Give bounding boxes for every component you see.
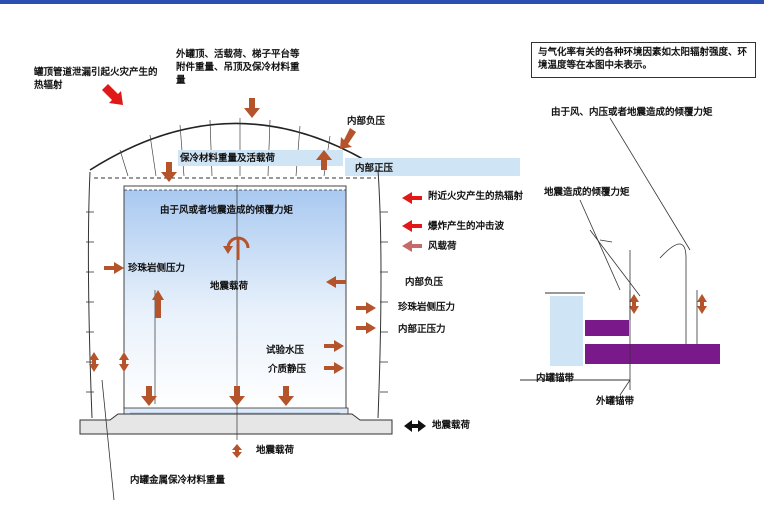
label-roof-loads: 外罐顶、活载荷、梯子平台等附件重量、吊顶及保冷材料重量 <box>176 49 300 86</box>
label-internal-negative-right: 内部负压 <box>405 277 444 288</box>
leader-detail-wind <box>609 117 691 251</box>
label-explosion-shock: 爆炸产生的冲击波 <box>428 221 505 232</box>
outer-wall-right <box>377 169 382 419</box>
arrow-explosion <box>402 220 422 232</box>
arrow-nearby-fire <box>402 192 422 204</box>
label-medium-static-pressure: 介质静压 <box>268 364 307 375</box>
label-wind-quake-moment: 由于风或者地震造成的倾覆力矩 <box>160 205 294 216</box>
label-internal-positive-right: 内部正压力 <box>398 324 446 335</box>
note-box: 与气化率有关的各种环境因素如太阳辐射强度、环境温度等在本图中未表示。 <box>531 42 756 78</box>
arrow-roof-load <box>244 98 260 118</box>
arrow-seismic-center <box>152 290 164 318</box>
arrow-perlite-right <box>356 302 376 314</box>
arrow-pos-pressure-top <box>316 150 332 170</box>
roof-rafters <box>119 118 331 177</box>
hazard-arrows <box>102 84 422 232</box>
wall-ticks <box>86 211 388 393</box>
arrow-bottom-2 <box>229 386 245 406</box>
label-detail-wind-moment: 由于风、内压或者地震造成的倾覆力矩 <box>551 107 713 118</box>
arrow-double-v-bottom <box>232 444 242 458</box>
arrow-perlite-left <box>104 262 124 274</box>
arrow-detail-1 <box>629 294 639 314</box>
label-fire-radiation-roof: 罐顶管道泄漏引起火灾产生的热辐射 <box>34 67 158 91</box>
arrow-neg-pressure-top <box>340 128 356 149</box>
foundation-slab <box>79 413 393 435</box>
label-internal-positive-top: 内部正压 <box>355 163 394 174</box>
arrow-medium-static <box>324 362 344 374</box>
label-outer-anchor: 外罐锚带 <box>596 396 635 407</box>
label-seismic-load-bottom: 地震载荷 <box>256 445 295 456</box>
outer-anchor-strap <box>585 344 720 364</box>
arrow-bottom-3 <box>278 386 294 406</box>
load-arrows <box>89 98 707 458</box>
arrow-pos-right <box>356 322 376 334</box>
leader-outer-anchor <box>619 379 631 396</box>
arrow-bottom-1 <box>141 386 157 406</box>
label-nearby-fire-radiation: 附近火灾产生的热辐射 <box>428 191 524 202</box>
rotation-arrow-icon <box>223 236 250 260</box>
leader-detail-seismic <box>579 199 621 291</box>
label-internal-negative-top: 内部负压 <box>347 116 386 127</box>
label-inner-anchor: 内罐锚带 <box>536 373 575 384</box>
arrow-detail-2 <box>697 294 707 314</box>
roof-band-right <box>345 158 520 176</box>
leader-inner-insulation <box>101 379 115 501</box>
roof-band-left <box>178 150 343 166</box>
arrow-fire-roof <box>102 84 123 105</box>
outer-wall-left <box>87 171 93 419</box>
label-perlite-pressure-right: 珍珠岩侧压力 <box>398 302 456 313</box>
top-accent-bar <box>0 0 764 4</box>
arrow-double-v-left2 <box>119 352 129 372</box>
label-detail-seismic-moment: 地震造成的倾覆力矩 <box>544 187 630 198</box>
detail-insulation-block <box>550 296 583 366</box>
arrow-wind-load <box>402 240 422 252</box>
arrow-neg-right <box>326 276 346 288</box>
arrow-seismic-right <box>404 420 426 432</box>
arrow-hydrotest <box>324 340 344 352</box>
label-inner-tank-insulation: 内罐金属保冷材料重量 <box>130 475 226 486</box>
label-hydrotest-pressure: 试验水压 <box>266 345 305 356</box>
inner-anchor-strap <box>585 320 629 336</box>
label-perlite-pressure-left: 珍珠岩侧压力 <box>128 263 186 274</box>
label-seismic-load-right: 地震载荷 <box>432 420 471 431</box>
label-wind-load: 风载荷 <box>428 241 457 252</box>
detail-outer-shell <box>659 243 687 344</box>
arrow-insulation-load <box>161 162 177 182</box>
arrow-double-v-left <box>89 352 99 372</box>
label-insulation-live-load: 保冷材料重量及活载荷 <box>180 153 276 164</box>
label-seismic-load-center: 地震载荷 <box>210 281 249 292</box>
